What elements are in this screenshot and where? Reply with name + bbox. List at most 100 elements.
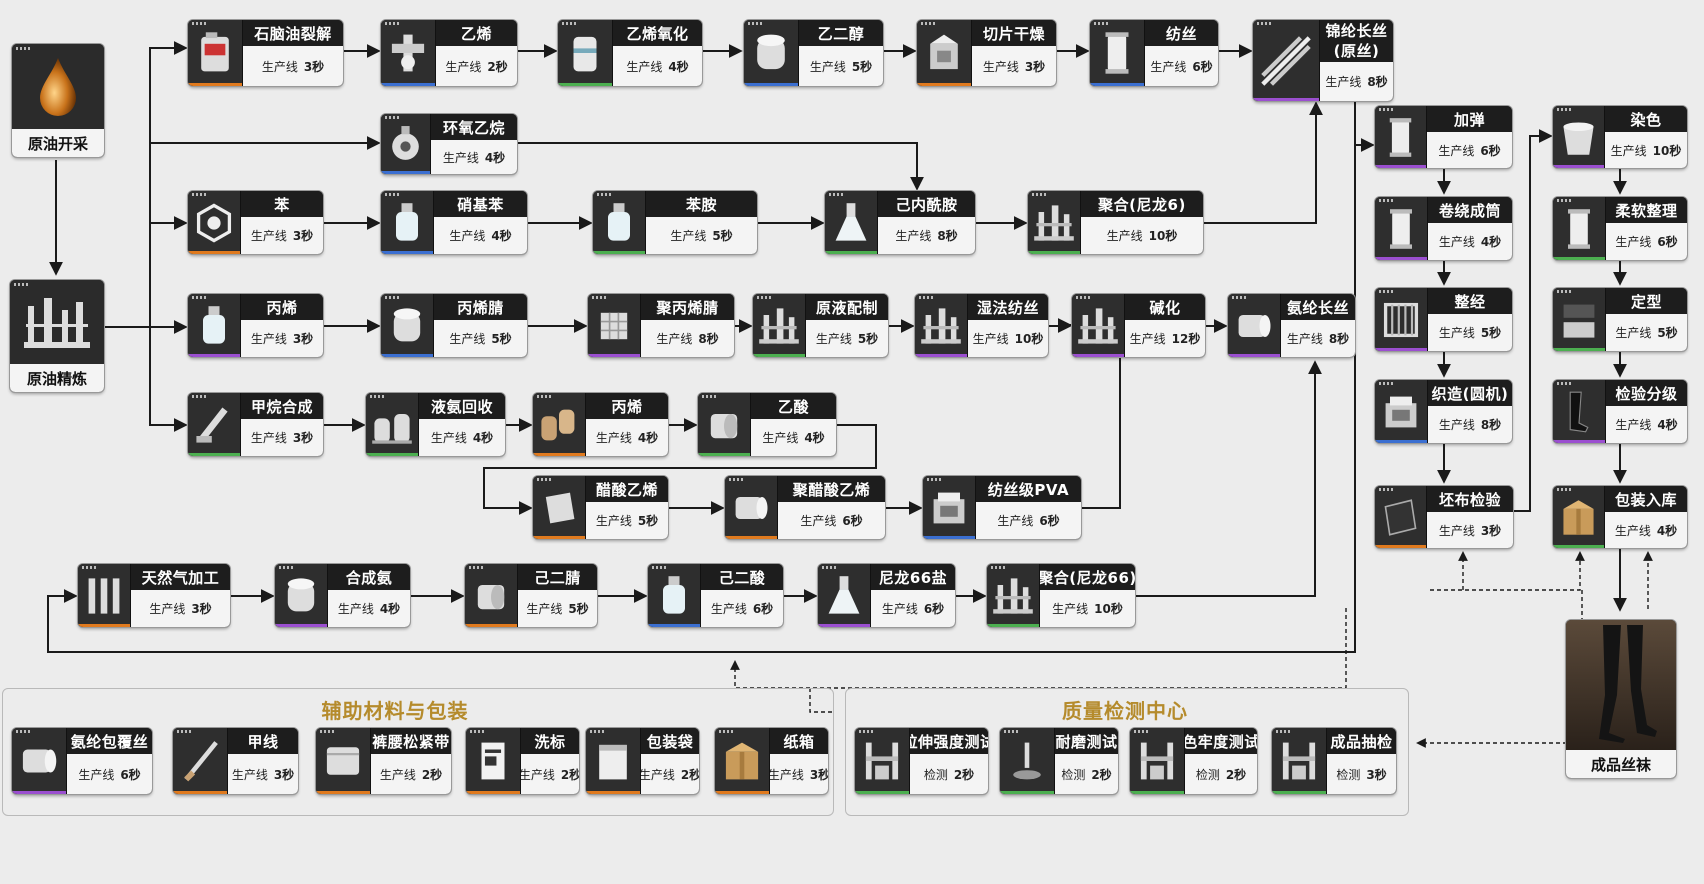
node-time: 8秒 bbox=[937, 229, 958, 243]
block-icon bbox=[710, 413, 738, 438]
node-time: 5秒 bbox=[1657, 326, 1678, 340]
node-time: 8秒 bbox=[1480, 418, 1502, 432]
node-title: 乙二醇 bbox=[799, 20, 883, 46]
cylinder-icon bbox=[757, 34, 785, 70]
source-crude-mining[interactable]: 原油开采 bbox=[12, 44, 104, 157]
node-line-label: 生产线 bbox=[445, 59, 482, 74]
node-time: 5秒 bbox=[637, 514, 659, 528]
node-title: 染色 bbox=[1605, 106, 1687, 132]
node-time: 4秒 bbox=[472, 431, 494, 445]
node-time: 5秒 bbox=[857, 332, 879, 346]
node-time: 10秒 bbox=[1652, 143, 1682, 158]
source-crude-refining[interactable]: 原油精炼 bbox=[10, 280, 104, 392]
node-time: 5秒 bbox=[568, 602, 589, 616]
node-title: 整经 bbox=[1428, 288, 1512, 314]
node-line-label: 生产线 bbox=[1615, 418, 1652, 432]
node-line-label: 生产线 bbox=[250, 431, 287, 445]
final-stockings[interactable]: 成品丝袜 bbox=[1566, 620, 1676, 778]
node-line-label: 生产线 bbox=[1438, 523, 1475, 538]
node-line-label: 生产线 bbox=[815, 332, 852, 346]
needle-icon bbox=[184, 741, 218, 782]
bottle-icon bbox=[663, 575, 685, 614]
node-line-label: 生产线 bbox=[1614, 523, 1651, 538]
node-line-label: 生产线 bbox=[670, 229, 707, 243]
node-line-label: 生产线 bbox=[972, 332, 1009, 346]
node-time: 2秒 bbox=[487, 59, 508, 74]
node-title: 己二腈 bbox=[518, 564, 597, 590]
node-time: 4秒 bbox=[668, 59, 689, 74]
node-title: 苯胺 bbox=[646, 191, 757, 217]
node-time: 5秒 bbox=[851, 59, 873, 74]
node-title: 甲烷合成 bbox=[241, 393, 323, 419]
plant-icon bbox=[993, 577, 1033, 614]
node-time: 4秒 bbox=[1656, 523, 1678, 538]
band-icon bbox=[326, 747, 360, 775]
node-title: 卷绕成筒 bbox=[1428, 197, 1512, 223]
node-line-label: 生产线 bbox=[626, 59, 663, 74]
node-title: 湿法纺丝 bbox=[968, 294, 1048, 320]
stockings-photo-icon bbox=[1599, 625, 1657, 743]
node-time: 8秒 bbox=[1328, 332, 1350, 346]
node-time: 10秒 bbox=[1094, 602, 1123, 616]
filament-icon bbox=[1261, 35, 1311, 86]
node-title: 石脑油裂解 bbox=[243, 20, 343, 46]
